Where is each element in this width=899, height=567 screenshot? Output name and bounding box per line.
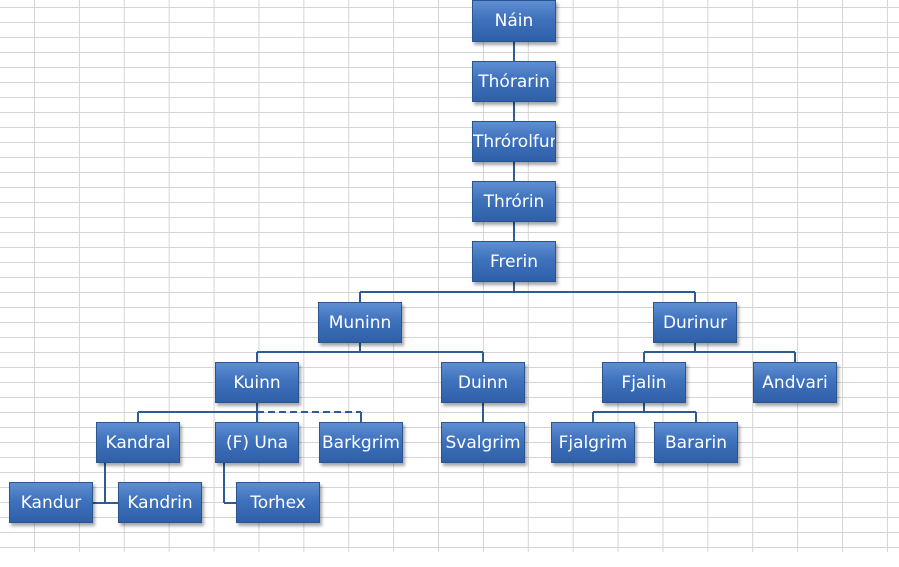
- node-nain[interactable]: Náin: [472, 0, 556, 42]
- node-fjalgrim[interactable]: Fjalgrim: [551, 422, 635, 463]
- node-kandrin[interactable]: Kandrin: [118, 482, 202, 523]
- node-duinn[interactable]: Duinn: [441, 362, 525, 403]
- node-frerin[interactable]: Frerin: [472, 241, 556, 282]
- node-kuinn[interactable]: Kuinn: [215, 362, 299, 403]
- node-andvari[interactable]: Andvari: [753, 362, 837, 403]
- node-barkgrim[interactable]: Barkgrim: [319, 422, 403, 463]
- node-svalgrim[interactable]: Svalgrim: [441, 422, 525, 463]
- node-throrin[interactable]: Thrórin: [472, 181, 556, 222]
- node-throrolfur[interactable]: Thrórolfur: [472, 121, 556, 162]
- node-kandur[interactable]: Kandur: [9, 482, 93, 523]
- node-bararin[interactable]: Bararin: [654, 422, 738, 463]
- node-durinur[interactable]: Durinur: [653, 302, 737, 343]
- node-una[interactable]: (F) Una: [215, 422, 299, 463]
- node-muninn[interactable]: Muninn: [318, 302, 402, 343]
- node-thorarin[interactable]: Thórarin: [472, 61, 556, 102]
- node-fjalin[interactable]: Fjalin: [602, 362, 686, 403]
- node-kandral[interactable]: Kandral: [96, 422, 180, 463]
- node-torhex[interactable]: Torhex: [236, 482, 320, 523]
